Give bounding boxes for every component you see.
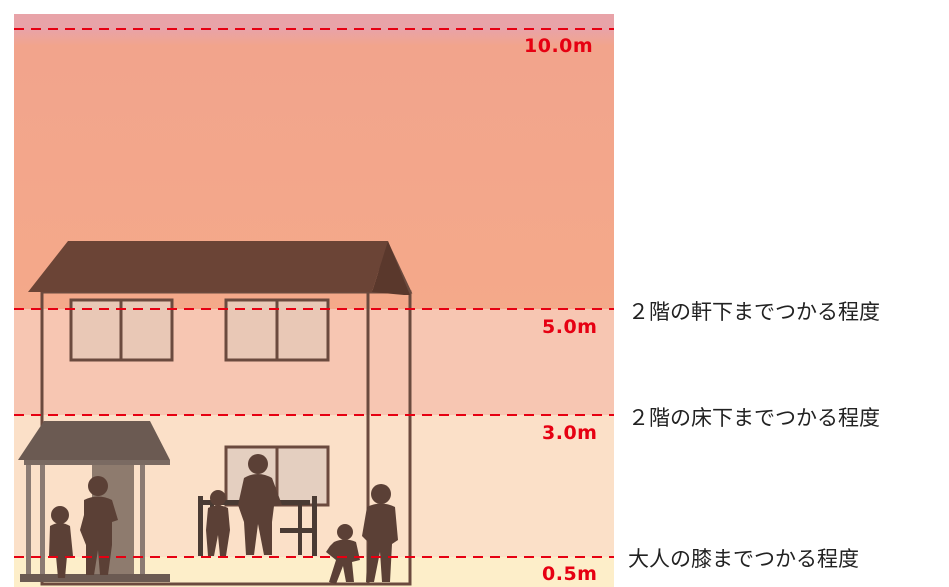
adult-silhouette-table xyxy=(238,454,282,555)
zone-above-10m xyxy=(14,14,614,30)
roof-edge xyxy=(372,241,410,295)
roof xyxy=(28,241,388,292)
child-silhouette-running xyxy=(326,524,360,584)
level-description-05m: 大人の膝までつかる程度 xyxy=(628,547,859,571)
adult-silhouette-porch xyxy=(80,476,118,575)
child-silhouette-table xyxy=(206,490,230,556)
level-description-3m: ２階の床下までつかる程度 xyxy=(628,406,880,430)
child-silhouette-porch xyxy=(49,506,73,578)
level-description-5m: ２階の軒下までつかる程度 xyxy=(628,300,880,324)
people-silhouettes xyxy=(49,454,398,584)
level-label-05m: 0.5m xyxy=(542,563,598,585)
level-label-5m: 5.0m xyxy=(542,316,598,338)
level-label-10m: 10.0m xyxy=(524,35,594,57)
adult-silhouette-right xyxy=(362,484,398,582)
level-label-3m: 3.0m xyxy=(542,422,598,444)
level-lines xyxy=(14,28,614,558)
